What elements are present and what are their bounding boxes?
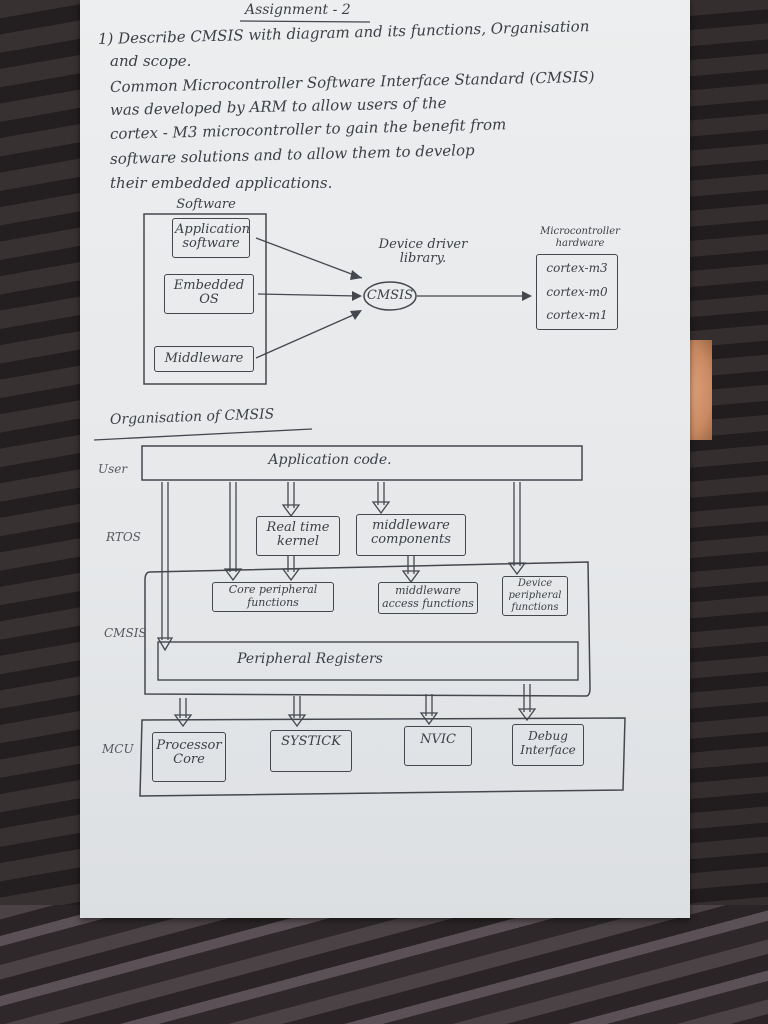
peripheral-registers-label: Peripheral Registers xyxy=(237,651,383,667)
application-software-label: Application software xyxy=(175,222,250,251)
middleware-access-functions-label: middleware access functions xyxy=(382,584,474,610)
hardware-item-m0: cortex-m0 xyxy=(546,285,608,299)
hardware-box: cortex-m3 cortex-m0 cortex-m1 xyxy=(536,254,618,330)
layer-user-label: User xyxy=(98,462,128,476)
nvic-label: NVIC xyxy=(420,732,456,747)
embedded-os-label: Embedded OS xyxy=(173,278,245,307)
ink-strokes xyxy=(93,20,626,797)
real-time-kernel-label: Real time kernel xyxy=(266,520,330,549)
page-title: Assignment - 2 xyxy=(245,2,351,18)
device-peripheral-functions-label: Device peripheral functions xyxy=(508,578,562,613)
middleware-components-box: middleware components xyxy=(356,514,466,556)
layer-mcu-label: MCU xyxy=(102,742,134,756)
processor-core-box: Processor Core xyxy=(152,732,226,782)
debug-interface-label: Debug Interface xyxy=(520,729,576,757)
cmsis-center-label: CMSIS xyxy=(366,288,414,303)
middleware-label: Middleware xyxy=(164,351,244,366)
core-peripheral-functions-label: Core peripheral functions xyxy=(228,583,318,609)
device-driver-label: Device driver library. xyxy=(378,237,468,266)
systick-label: SYSTICK xyxy=(281,734,341,749)
fabric-background-right xyxy=(690,0,768,1024)
real-time-kernel-box: Real time kernel xyxy=(256,516,340,556)
hardware-item-m1: cortex-m1 xyxy=(546,308,608,322)
answer-line-5: their embedded applications. xyxy=(110,174,333,192)
systick-box: SYSTICK xyxy=(270,730,352,772)
device-peripheral-functions-box: Device peripheral functions xyxy=(502,576,568,616)
hardware-heading: Microcontroller hardware xyxy=(540,226,620,249)
software-heading: Software xyxy=(176,197,236,212)
layer-cmsis-label: CMSIS xyxy=(104,626,147,640)
hardware-item-m3: cortex-m3 xyxy=(546,261,608,275)
application-code-label: Application code. xyxy=(268,452,392,468)
middleware-box: Middleware xyxy=(154,346,254,372)
middleware-components-label: middleware components xyxy=(371,518,451,547)
fabric-background-left xyxy=(0,0,82,1024)
application-software-box: Application software xyxy=(172,218,250,258)
processor-core-label: Processor Core xyxy=(156,738,222,767)
nvic-box: NVIC xyxy=(404,726,472,766)
middleware-access-functions-box: middleware access functions xyxy=(378,582,478,614)
layer-rtos-label: RTOS xyxy=(106,530,141,544)
question-line-2: and scope. xyxy=(110,52,192,70)
notebook-page: Assignment - 2 xyxy=(80,0,690,918)
fabric-background-bottom xyxy=(0,905,768,1024)
embedded-os-box: Embedded OS xyxy=(164,274,254,314)
core-peripheral-functions-box: Core peripheral functions xyxy=(212,582,334,612)
debug-interface-box: Debug Interface xyxy=(512,724,584,766)
